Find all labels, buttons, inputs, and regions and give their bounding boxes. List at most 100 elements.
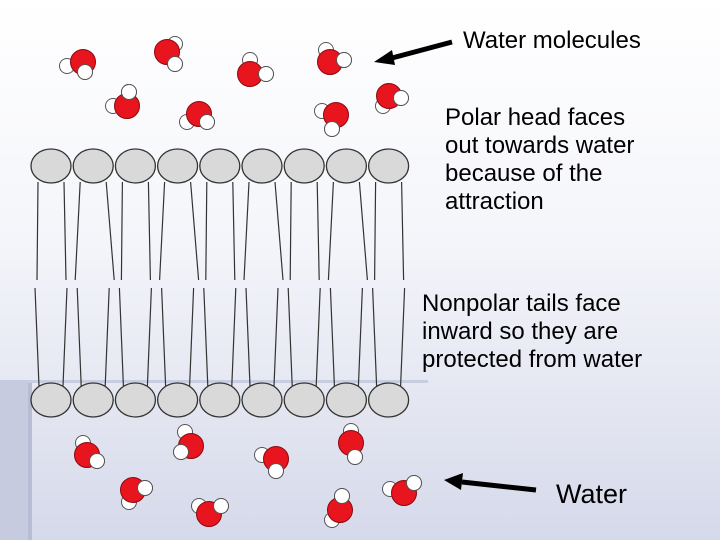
tail bbox=[290, 182, 291, 280]
tail bbox=[232, 288, 236, 386]
hydrogen-atom bbox=[325, 122, 340, 137]
polar-head bbox=[200, 383, 240, 417]
tail bbox=[75, 182, 80, 280]
water-molecule bbox=[155, 37, 183, 72]
tail bbox=[316, 288, 320, 386]
tail bbox=[244, 182, 249, 280]
tail bbox=[246, 288, 250, 386]
tail bbox=[162, 288, 166, 386]
water-molecule bbox=[383, 476, 422, 506]
tail bbox=[274, 288, 278, 386]
polar-head bbox=[73, 149, 113, 183]
tail bbox=[358, 288, 362, 386]
tail bbox=[190, 288, 194, 386]
polar-head bbox=[158, 383, 198, 417]
polar-head bbox=[369, 383, 409, 417]
water-molecule bbox=[180, 102, 215, 130]
tail bbox=[275, 182, 283, 280]
label-line: Nonpolar tails face bbox=[422, 290, 642, 318]
arrow-to-water-molecules bbox=[374, 42, 452, 65]
polar-heads bbox=[31, 149, 409, 417]
polar-head bbox=[31, 149, 71, 183]
water-molecule bbox=[121, 478, 153, 510]
hydrogen-atom bbox=[407, 476, 422, 491]
polar-head bbox=[73, 383, 113, 417]
water-molecule bbox=[325, 489, 353, 528]
water-molecule bbox=[318, 43, 352, 75]
polar-head bbox=[115, 149, 155, 183]
water-molecule bbox=[255, 447, 289, 479]
water-molecule bbox=[75, 436, 105, 469]
polar-head bbox=[284, 149, 324, 183]
label-water: Water bbox=[556, 480, 627, 508]
label-line: Polar head faces bbox=[445, 104, 634, 132]
tail bbox=[402, 182, 404, 280]
tail bbox=[373, 288, 377, 386]
label-polar-head: Polar head faces out towards water becau… bbox=[445, 104, 634, 216]
hydrogen-atom bbox=[174, 445, 189, 460]
label-water-molecules: Water molecules bbox=[463, 27, 641, 55]
label-line: because of the bbox=[445, 160, 634, 188]
tail bbox=[77, 288, 81, 386]
tail bbox=[148, 182, 150, 280]
hydrogen-atom bbox=[200, 115, 215, 130]
tail bbox=[206, 182, 207, 280]
tail bbox=[401, 288, 405, 386]
tail bbox=[35, 288, 39, 386]
polar-head bbox=[326, 149, 366, 183]
tail bbox=[233, 182, 235, 280]
hydrogen-atom bbox=[394, 91, 409, 106]
polar-head bbox=[242, 149, 282, 183]
tail bbox=[106, 182, 114, 280]
hydrogen-atom bbox=[90, 454, 105, 469]
polar-head bbox=[242, 383, 282, 417]
label-line: inward so they are bbox=[422, 318, 642, 346]
tail bbox=[204, 288, 208, 386]
tail bbox=[160, 182, 165, 280]
polar-head bbox=[326, 383, 366, 417]
water-molecule bbox=[376, 84, 409, 114]
tail bbox=[105, 288, 109, 386]
tail bbox=[64, 182, 66, 280]
polar-head bbox=[115, 383, 155, 417]
tail bbox=[119, 288, 123, 386]
tail bbox=[147, 288, 151, 386]
hydrogen-atom bbox=[78, 65, 93, 80]
label-line: out towards water bbox=[445, 132, 634, 160]
hydrogen-atom bbox=[259, 67, 274, 82]
tail bbox=[375, 182, 376, 280]
polar-head bbox=[369, 149, 409, 183]
hydrogen-atom bbox=[337, 53, 352, 68]
hydrogen-atom bbox=[138, 481, 153, 496]
tail bbox=[37, 182, 38, 280]
label-line: attraction bbox=[445, 188, 634, 216]
water-molecule bbox=[315, 103, 349, 137]
polar-head bbox=[31, 383, 71, 417]
water-molecule bbox=[238, 53, 274, 87]
arrow-to-water bbox=[444, 473, 536, 490]
tail bbox=[63, 288, 67, 386]
tail bbox=[328, 182, 333, 280]
tail bbox=[121, 182, 122, 280]
polar-head bbox=[284, 383, 324, 417]
label-line: protected from water bbox=[422, 346, 642, 374]
water-molecules bbox=[60, 37, 422, 528]
label-nonpolar-tails: Nonpolar tails face inward so they are p… bbox=[422, 290, 642, 374]
water-molecule bbox=[106, 85, 140, 119]
hydrogen-atom bbox=[122, 85, 137, 100]
hydrogen-atom bbox=[214, 499, 229, 514]
polar-head bbox=[158, 149, 198, 183]
hydrogen-atom bbox=[335, 489, 350, 504]
water-molecule bbox=[60, 50, 96, 80]
water-molecule bbox=[174, 425, 204, 460]
tail bbox=[317, 182, 319, 280]
hydrogen-atom bbox=[269, 464, 284, 479]
hydrogen-atom bbox=[168, 57, 183, 72]
nonpolar-tails bbox=[35, 182, 405, 386]
polar-head bbox=[200, 149, 240, 183]
tail bbox=[359, 182, 367, 280]
water-molecule bbox=[192, 499, 229, 527]
hydrogen-atom bbox=[348, 450, 363, 465]
water-molecule bbox=[339, 424, 364, 465]
